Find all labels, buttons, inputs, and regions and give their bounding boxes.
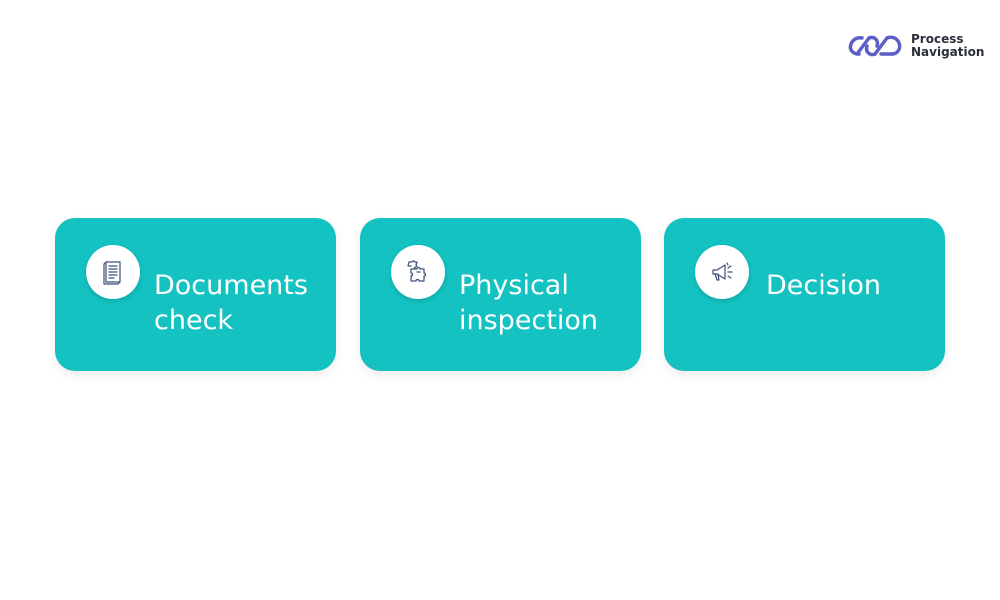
step-label-line2: inspection bbox=[459, 305, 598, 336]
step-icon-circle bbox=[391, 245, 445, 299]
step-icon-circle bbox=[86, 245, 140, 299]
document-icon bbox=[103, 261, 121, 285]
step-label: Documents check bbox=[154, 268, 329, 338]
step-card-decision: Decision bbox=[664, 218, 945, 371]
puzzle-icon bbox=[407, 260, 427, 282]
megaphone-icon bbox=[712, 262, 733, 281]
brand-logo: Process Navigation bbox=[847, 32, 987, 60]
brand-name: Process Navigation bbox=[911, 33, 984, 59]
step-label-line2: check bbox=[154, 305, 234, 336]
step-card-documents-check: Documents check bbox=[55, 218, 336, 371]
step-label-line1: Documents bbox=[154, 270, 308, 301]
step-label: Physical inspection bbox=[459, 268, 634, 338]
step-label-line1: Decision bbox=[766, 270, 881, 301]
step-label-line1: Physical bbox=[459, 270, 569, 301]
brand-name-line2: Navigation bbox=[911, 45, 985, 59]
step-icon-circle bbox=[695, 245, 749, 299]
step-label: Decision bbox=[766, 268, 941, 303]
chain-link-icon bbox=[848, 35, 902, 57]
brand-name-line1: Process bbox=[911, 32, 964, 46]
step-card-physical-inspection: Physical inspection bbox=[360, 218, 641, 371]
